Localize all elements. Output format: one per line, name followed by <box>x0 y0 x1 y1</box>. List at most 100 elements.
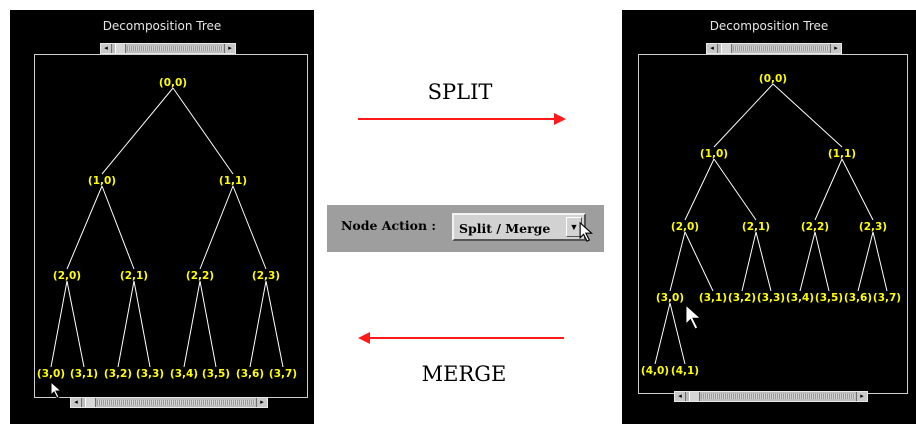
right-node[interactable]: (2,1) <box>742 221 770 233</box>
scroll-thumb[interactable] <box>115 44 126 53</box>
node-action-value: Split / Merge <box>459 221 551 236</box>
right-bottom-scrollbar[interactable]: ◂ ▸ <box>674 391 868 402</box>
right-edge <box>814 158 843 221</box>
mouse-pointer-icon <box>579 221 594 242</box>
left-node[interactable]: (3,3) <box>136 368 164 380</box>
right-tree-panel: Decomposition Tree ◂ ▸ (0,0) (1,0) (1,1) (2… <box>622 10 916 424</box>
right-node[interactable]: (3,2) <box>728 292 756 304</box>
mouse-pointer-icon <box>684 303 704 331</box>
right-edge <box>669 302 686 365</box>
left-node[interactable]: (2,2) <box>186 270 214 282</box>
left-node[interactable]: (3,2) <box>104 368 132 380</box>
right-edge <box>799 231 816 292</box>
right-edge <box>814 231 830 292</box>
scroll-thumb[interactable] <box>85 398 96 407</box>
right-edge <box>684 158 715 221</box>
left-node[interactable]: (3,4) <box>170 368 198 380</box>
right-edge <box>857 231 874 292</box>
left-node[interactable]: (1,0) <box>88 175 116 187</box>
scroll-left-arrow-icon[interactable]: ◂ <box>71 398 82 407</box>
scroll-left-arrow-icon[interactable]: ◂ <box>707 44 718 53</box>
scroll-thumb[interactable] <box>689 392 700 401</box>
node-action-control: Node Action : Split / Merge ▼ <box>327 205 604 252</box>
left-edge <box>117 280 135 368</box>
left-edge <box>66 185 103 270</box>
right-edge <box>872 231 888 292</box>
left-edge <box>66 280 85 368</box>
right-top-scrollbar[interactable]: ◂ ▸ <box>706 43 842 54</box>
right-node[interactable]: (2,3) <box>859 221 887 233</box>
split-arrow-icon <box>358 113 566 125</box>
merge-label: MERGE <box>421 362 507 386</box>
left-node[interactable]: (2,0) <box>53 270 81 282</box>
scroll-right-arrow-icon[interactable]: ▸ <box>830 44 841 53</box>
left-edge <box>265 280 284 368</box>
right-node[interactable]: (3,6) <box>844 292 872 304</box>
scroll-right-arrow-icon[interactable]: ▸ <box>856 392 867 401</box>
left-node[interactable]: (2,3) <box>252 270 280 282</box>
right-node[interactable]: (3,4) <box>786 292 814 304</box>
right-node[interactable]: (3,0) <box>656 292 684 304</box>
right-edge <box>669 231 686 292</box>
left-edge <box>249 280 267 368</box>
left-tree-panel: Decomposition Tree ◂ ▸ (0,0) (1,0) (1,1) (2… <box>10 10 314 424</box>
left-top-scrollbar[interactable]: ◂ ▸ <box>100 43 236 54</box>
right-edge <box>684 231 714 292</box>
scroll-track[interactable] <box>733 46 829 51</box>
left-edge <box>232 185 267 270</box>
merge-arrow-icon <box>358 332 564 344</box>
right-edge <box>841 158 874 221</box>
right-node[interactable]: (2,2) <box>801 221 829 233</box>
scroll-left-arrow-icon[interactable]: ◂ <box>101 44 112 53</box>
right-node[interactable]: (3,1) <box>699 292 727 304</box>
left-edge <box>199 185 234 270</box>
node-action-select[interactable]: Split / Merge ▼ <box>452 213 586 241</box>
right-node[interactable]: (3,7) <box>873 292 901 304</box>
right-node[interactable]: (4,1) <box>671 365 699 377</box>
right-edge <box>755 231 772 292</box>
scroll-track[interactable] <box>97 400 255 405</box>
right-edge <box>654 302 671 365</box>
left-node[interactable]: (3,6) <box>236 368 264 380</box>
scroll-right-arrow-icon[interactable]: ▸ <box>224 44 235 53</box>
left-node[interactable]: (2,1) <box>120 270 148 282</box>
scroll-track[interactable] <box>127 46 223 51</box>
left-edge <box>199 280 217 368</box>
left-tree: (0,0) (1,0) (1,1) (2,0) (2,1) (2,2) (2,3) (3,0)… <box>37 77 297 380</box>
right-node[interactable]: (1,1) <box>828 148 856 160</box>
right-node[interactable]: (3,5) <box>815 292 843 304</box>
node-action-label: Node Action : <box>341 218 437 233</box>
scroll-thumb[interactable] <box>721 44 732 53</box>
right-panel-title: Decomposition Tree <box>709 19 829 33</box>
right-node[interactable]: (3,3) <box>757 292 785 304</box>
left-node[interactable]: (1,1) <box>219 175 247 187</box>
left-bottom-scrollbar[interactable]: ◂ ▸ <box>70 397 268 408</box>
scroll-left-arrow-icon[interactable]: ◂ <box>675 392 686 401</box>
scroll-track[interactable] <box>701 394 855 399</box>
right-node[interactable]: (2,0) <box>671 221 699 233</box>
right-edge <box>713 158 757 221</box>
left-edge <box>183 280 201 368</box>
right-edge <box>741 231 757 292</box>
left-edge <box>101 87 174 175</box>
mouse-pointer-icon <box>50 381 63 399</box>
left-node[interactable]: (3,1) <box>70 368 98 380</box>
left-node[interactable]: (3,5) <box>202 368 230 380</box>
left-edge <box>172 87 234 175</box>
left-edge <box>50 280 68 368</box>
left-edge <box>133 280 151 368</box>
right-tree: (0,0) (1,0) (1,1) (2,0) (2,1) (2,2) (2,3) (3,0)… <box>641 73 901 377</box>
left-node[interactable]: (3,0) <box>37 368 65 380</box>
right-edge <box>772 83 843 148</box>
left-node[interactable]: (3,7) <box>269 368 297 380</box>
right-node[interactable]: (0,0) <box>759 73 787 85</box>
left-edge <box>101 185 135 270</box>
left-node[interactable]: (0,0) <box>159 77 187 89</box>
split-label: SPLIT <box>427 80 493 104</box>
scroll-right-arrow-icon[interactable]: ▸ <box>256 398 267 407</box>
left-panel-title: Decomposition Tree <box>102 19 222 33</box>
dropdown-arrow-icon[interactable]: ▼ <box>566 217 582 237</box>
right-node[interactable]: (4,0) <box>641 365 669 377</box>
right-edge <box>713 83 774 148</box>
right-node[interactable]: (1,0) <box>700 148 728 160</box>
